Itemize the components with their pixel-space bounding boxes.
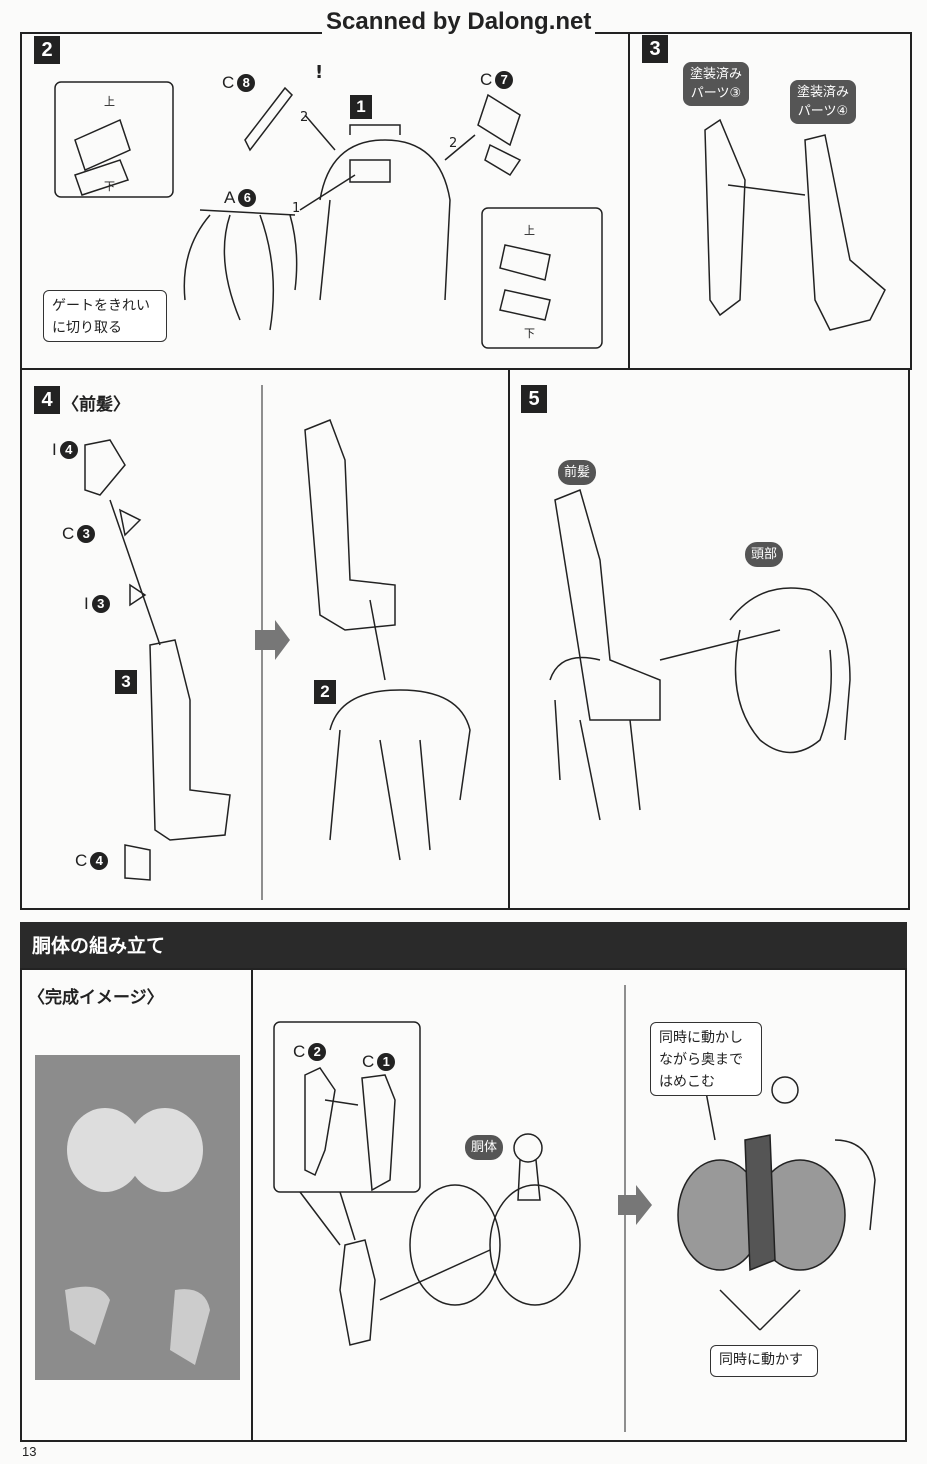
callout-right-top: 上 xyxy=(524,224,535,237)
divider xyxy=(251,968,253,1442)
page-number: 13 xyxy=(22,1444,37,1459)
part-number: 8 xyxy=(237,74,256,92)
painted-part-4-tag: 塗装済みパーツ④ xyxy=(790,80,856,124)
part-number: 3 xyxy=(77,525,96,543)
warning-icon: ! xyxy=(315,62,324,83)
torso-panel xyxy=(20,968,907,1442)
section-header: 胴体の組み立て xyxy=(20,922,907,970)
callout-left-bottom: 下 xyxy=(104,180,115,193)
part-number: 4 xyxy=(90,852,109,870)
gate-note: ゲートをきれいに切り取る xyxy=(43,290,167,342)
step-4-number: 4 xyxy=(34,386,60,414)
part-number: 1 xyxy=(377,1053,396,1071)
callout-right-bottom: 下 xyxy=(524,327,535,340)
order-mark-2b: 2 xyxy=(449,136,458,151)
order-mark-2: 2 xyxy=(300,110,309,125)
body-tag: 胴体 xyxy=(465,1135,504,1160)
step-3-number: 3 xyxy=(642,35,668,63)
watermark: Scanned by Dalong.net xyxy=(322,8,596,36)
painted-part-3-tag: 塗装済みパーツ③ xyxy=(683,62,749,106)
step-ref-2: 2 xyxy=(314,680,336,704)
front-hair-tag: 前髪 xyxy=(558,460,597,485)
step-ref-3: 3 xyxy=(115,670,137,694)
part-number: 6 xyxy=(238,189,257,207)
step-4-title: 〈前髪〉 xyxy=(62,395,130,415)
complete-image-title: 〈完成イメージ〉 xyxy=(28,988,164,1008)
main-part-number: 1 xyxy=(350,95,372,119)
step-2-number: 2 xyxy=(34,36,60,64)
head-tag: 頭部 xyxy=(745,542,784,567)
part-number: 7 xyxy=(495,71,514,89)
step-5-number: 5 xyxy=(521,385,547,413)
part-number: 2 xyxy=(308,1043,327,1061)
insert-note: 同時に動かしながら奥まではめこむ xyxy=(650,1022,762,1096)
part-number: 3 xyxy=(91,595,110,613)
order-mark-1: 1 xyxy=(292,201,301,216)
step-5-panel xyxy=(508,368,910,910)
callout-left-top: 上 xyxy=(104,95,115,108)
part-number: 4 xyxy=(59,441,78,459)
move-together-note: 同時に動かす xyxy=(710,1345,818,1377)
